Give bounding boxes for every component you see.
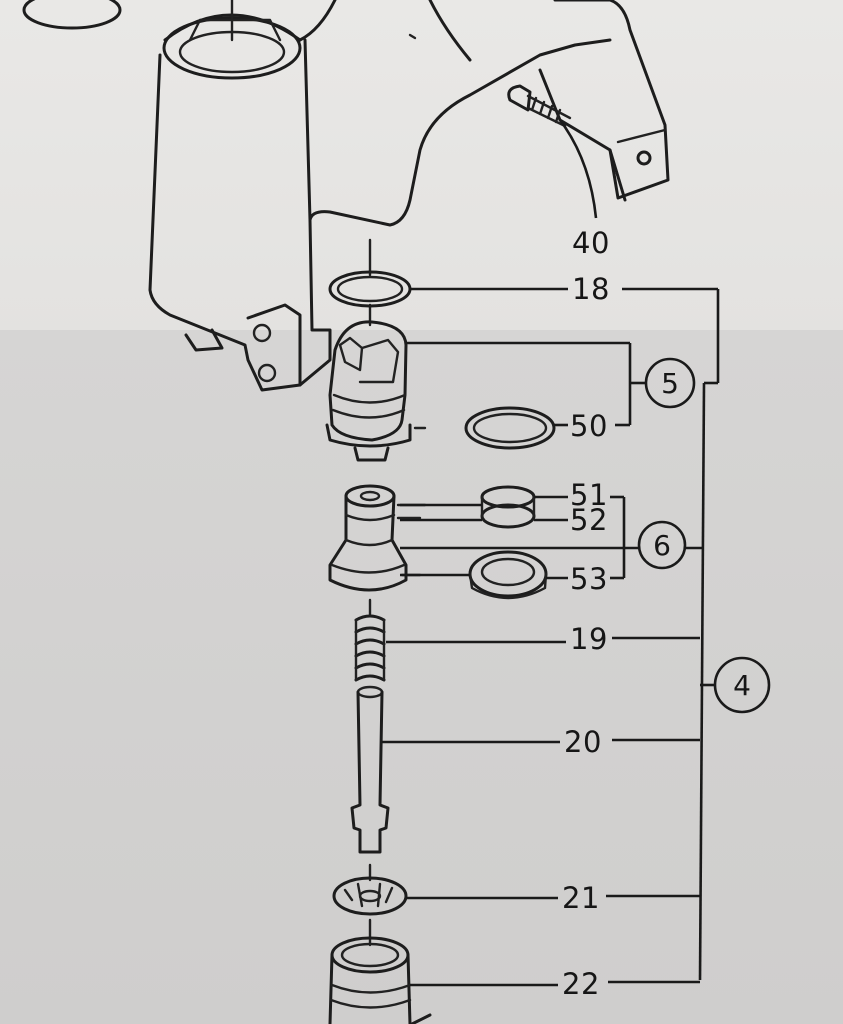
assembly-label-4: 4 [733, 669, 751, 702]
label-52: 52 [570, 503, 608, 537]
label-19: 19 [570, 622, 608, 656]
label-18: 18 [572, 272, 610, 306]
assembly-circle-6: 6 [637, 520, 687, 570]
part-5-valve-head [325, 320, 427, 462]
assembly-circle-5: 5 [644, 357, 696, 409]
part-number-labels: 40 18 50 51 52 53 19 20 21 22 [562, 226, 610, 1001]
label-51: 51 [570, 478, 608, 512]
label-22: 22 [562, 967, 600, 1001]
assembly-label-5: 5 [661, 367, 679, 400]
part-20-pin [350, 685, 390, 854]
housing-casting [22, 0, 670, 392]
label-21: 21 [562, 881, 600, 915]
label-53: 53 [570, 562, 608, 596]
label-50: 50 [570, 409, 608, 443]
assembly-labels: 5 6 4 [637, 357, 771, 714]
leader-lines [382, 119, 720, 987]
paper-sheet-top [0, 0, 843, 340]
part-22-cap [328, 936, 432, 1024]
part-51-52-rings [480, 485, 536, 529]
part-50-ring [464, 406, 556, 450]
part-19-spring [354, 614, 386, 682]
part-53-thick-ring [468, 550, 548, 600]
label-20: 20 [564, 725, 602, 759]
part-21-washer [332, 876, 408, 916]
assembly-label-6: 6 [653, 529, 671, 562]
label-40: 40 [572, 226, 610, 260]
part-18-o-ring [328, 270, 412, 308]
assembly-circle-4: 4 [713, 656, 771, 714]
